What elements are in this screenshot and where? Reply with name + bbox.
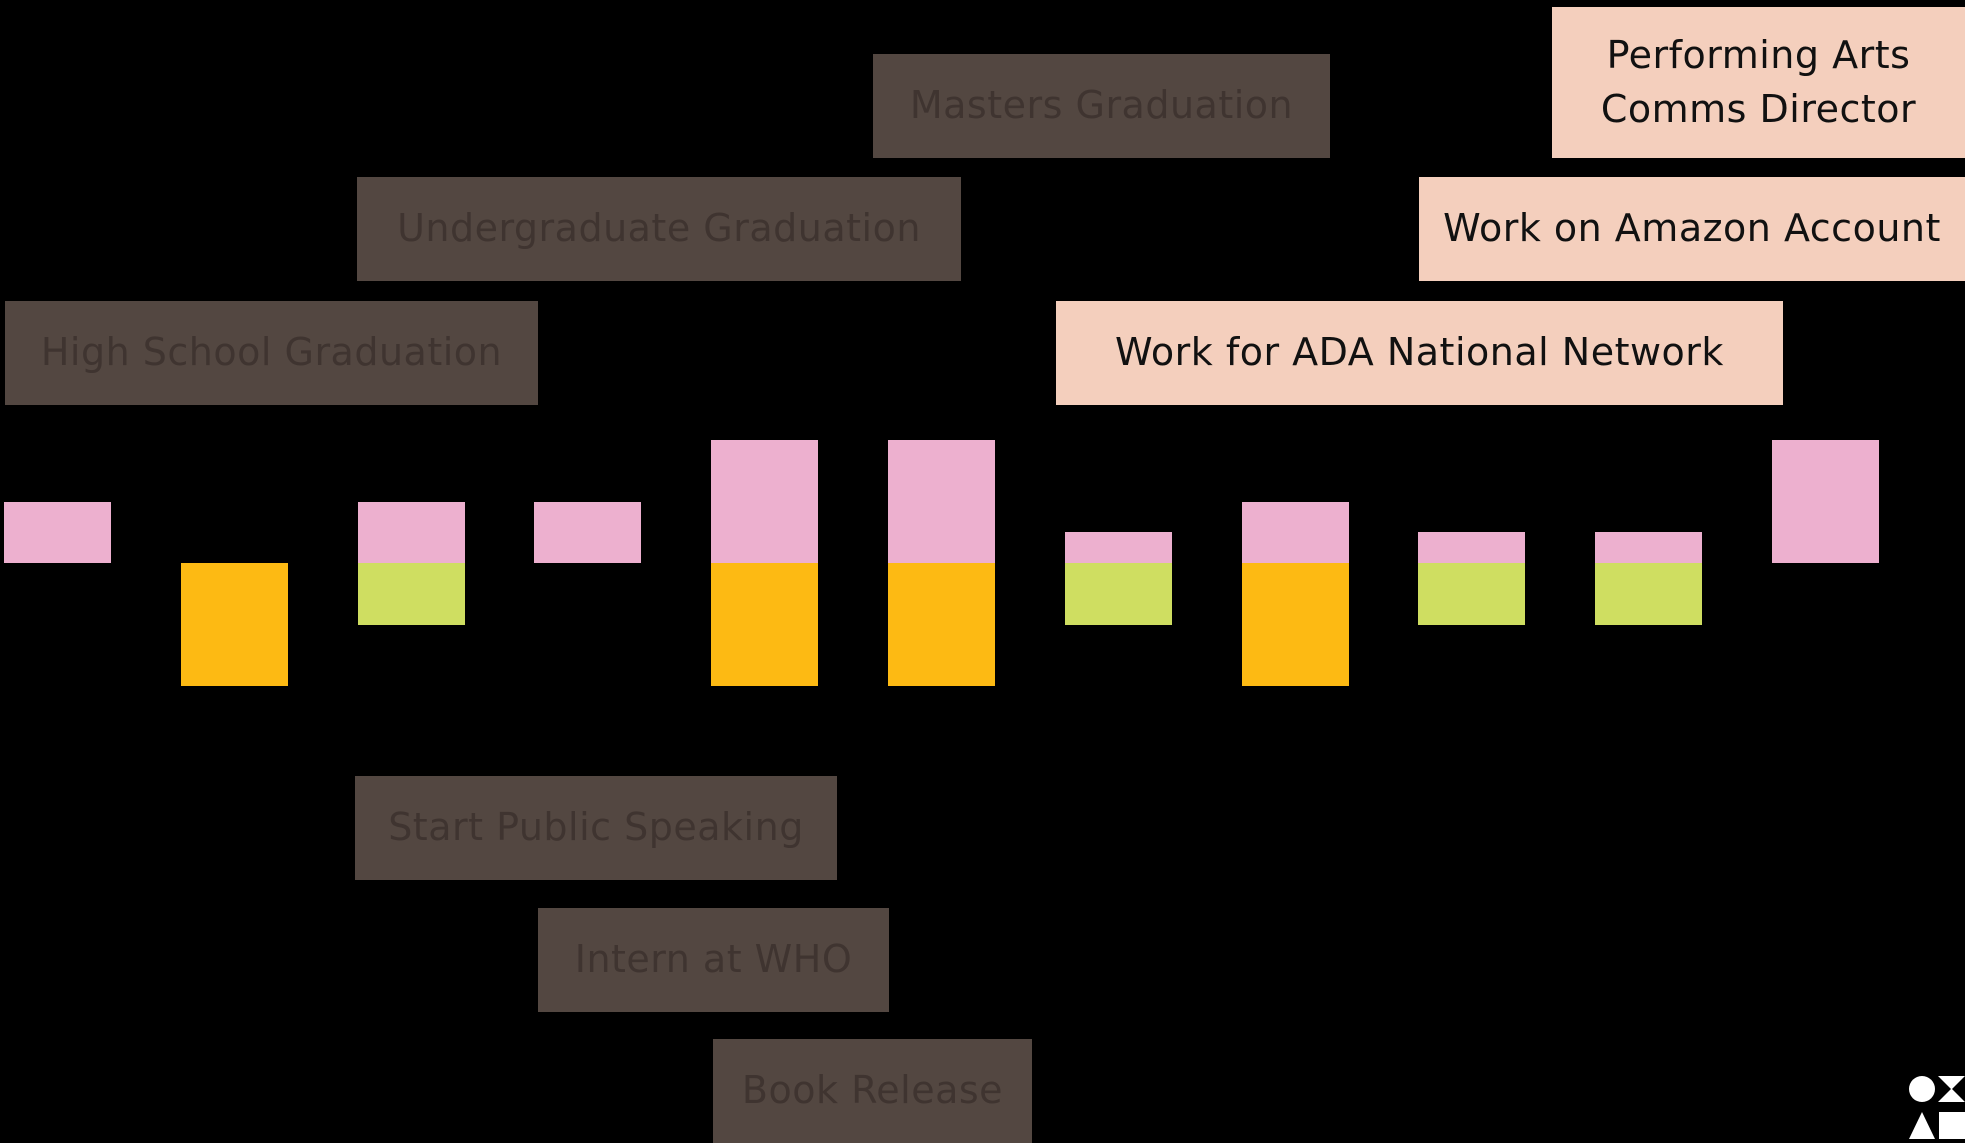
- label-work-on-amazon-account: Work on Amazon Account: [1419, 177, 1965, 281]
- label-masters-graduation: Masters Graduation: [873, 54, 1330, 158]
- pink-block: [1418, 532, 1526, 563]
- pink-block: [888, 440, 995, 563]
- label-text: Performing Arts Comms Director: [1600, 33, 1917, 131]
- label-book-release: Book Release: [713, 1039, 1032, 1143]
- green-block: [1595, 563, 1703, 625]
- label-text: Work for ADA National Network: [1115, 330, 1724, 375]
- label-high-school-graduation: High School Graduation: [5, 301, 538, 405]
- label-performing-arts-comms-director: Performing Arts Comms Director: [1552, 7, 1965, 158]
- label-undergraduate-graduation: Undergraduate Graduation: [357, 177, 961, 281]
- pink-block: [534, 501, 642, 563]
- label-text: Start Public Speaking: [388, 805, 804, 850]
- pink-block: [711, 440, 819, 563]
- pink-block: [1241, 501, 1349, 563]
- brand-logo-icon: [1909, 1076, 1965, 1139]
- pink-block: [357, 501, 465, 563]
- orange-block: [711, 563, 819, 686]
- label-text: Masters Graduation: [909, 83, 1294, 128]
- green-block: [357, 563, 465, 625]
- label-text: Intern at WHO: [574, 937, 853, 982]
- pink-block: [1772, 440, 1879, 563]
- label-text: Book Release: [741, 1068, 1004, 1113]
- label-text: Work on Amazon Account: [1443, 206, 1941, 251]
- label-text: High School Graduation: [40, 330, 503, 375]
- label-work-for-ada-national-network: Work for ADA National Network: [1056, 301, 1783, 405]
- label-start-public-speaking: Start Public Speaking: [355, 776, 837, 880]
- pink-block: [4, 501, 111, 563]
- orange-block: [1241, 563, 1349, 686]
- green-block: [1418, 563, 1526, 625]
- label-intern-at-who: Intern at WHO: [538, 908, 889, 1012]
- green-block: [1064, 563, 1172, 625]
- label-text: Undergraduate Graduation: [397, 206, 921, 251]
- pink-block: [1595, 532, 1703, 563]
- orange-block: [888, 563, 995, 686]
- pink-block: [1064, 532, 1172, 563]
- orange-block: [180, 563, 288, 686]
